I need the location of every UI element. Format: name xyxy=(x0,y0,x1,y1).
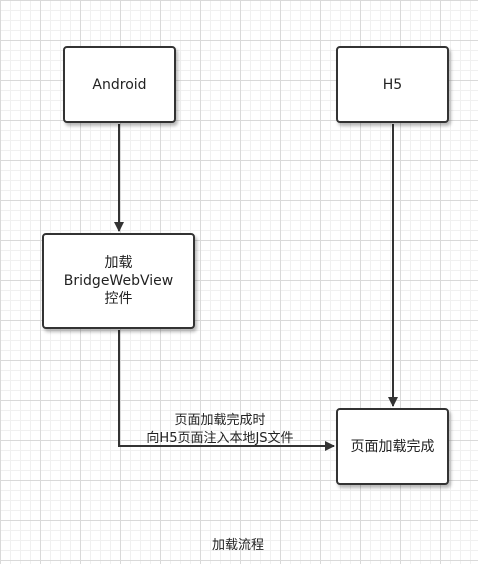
edge-label-inject-js: 页面加载完成时 向H5页面注入本地JS文件 xyxy=(146,413,294,446)
node-android-label: Android xyxy=(92,76,147,93)
node-android: Android xyxy=(63,46,176,123)
node-load-webview: 加载 BridgeWebView 控件 xyxy=(42,233,195,329)
node-page-loaded: 页面加载完成 xyxy=(336,408,449,485)
node-page-loaded-label: 页面加载完成 xyxy=(350,438,435,455)
arrow-load-to-page-loaded xyxy=(118,330,335,451)
diagram-caption: 加载流程 xyxy=(211,538,264,553)
node-load-webview-label: 加载 BridgeWebView 控件 xyxy=(63,255,174,307)
node-h5: H5 xyxy=(336,46,449,123)
node-h5-label: H5 xyxy=(382,76,403,93)
